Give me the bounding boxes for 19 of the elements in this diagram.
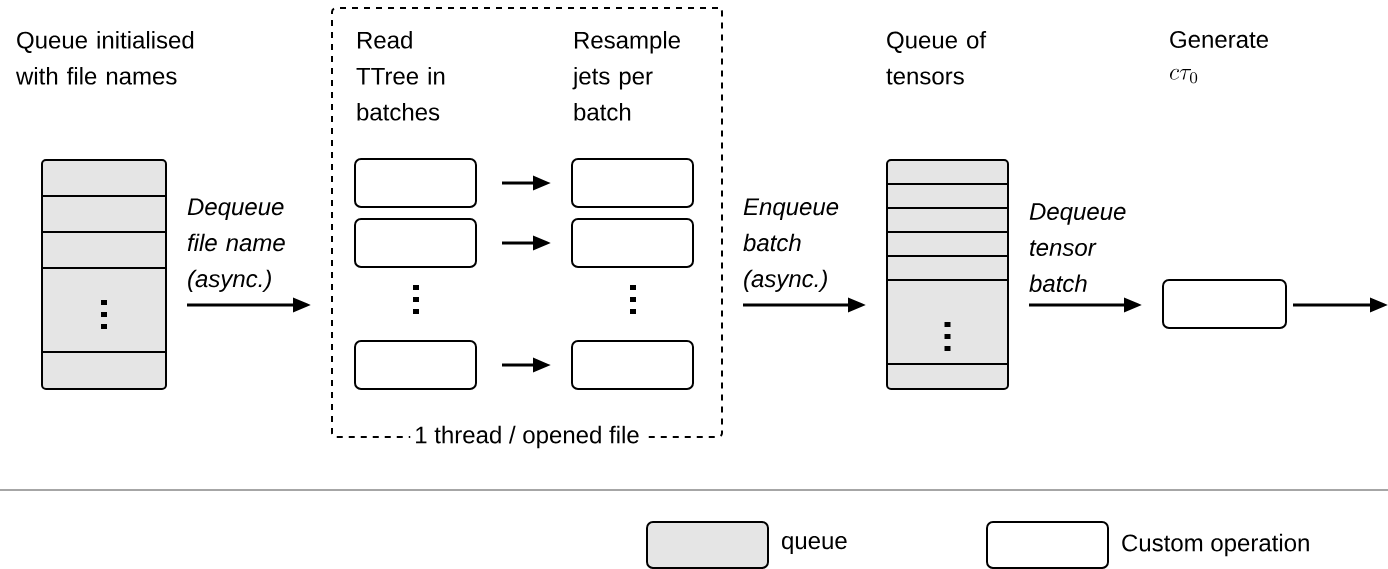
- operation-box: [571, 340, 694, 390]
- operation-box: [354, 158, 477, 208]
- operation-box: [1162, 279, 1287, 329]
- column-heading: Queue initialised with file names: [15, 31, 194, 85]
- legend-label: Custom operation: [1122, 533, 1309, 557]
- edge-label: Enqueue batch (async.): [743, 198, 839, 292]
- column-heading: Read TTree in batches: [356, 31, 445, 121]
- column-heading: Resample jets per batch: [572, 31, 680, 121]
- column-heading: Queue of tensors: [886, 31, 987, 85]
- edge-label: Dequeue file name (async.): [187, 198, 285, 292]
- group-label: 1 thread / opened file: [410, 421, 644, 453]
- legend-label: queue: [782, 536, 847, 554]
- column-heading: Generate: [1170, 31, 1268, 48]
- edge-label: Dequeue tensor batch: [1029, 203, 1126, 292]
- operation-box: [354, 218, 477, 268]
- operation-box: [354, 340, 477, 390]
- math-symbol: $c\tau_0$: [1170, 68, 1198, 84]
- operation-box: [571, 158, 694, 208]
- operation-box: [571, 218, 694, 268]
